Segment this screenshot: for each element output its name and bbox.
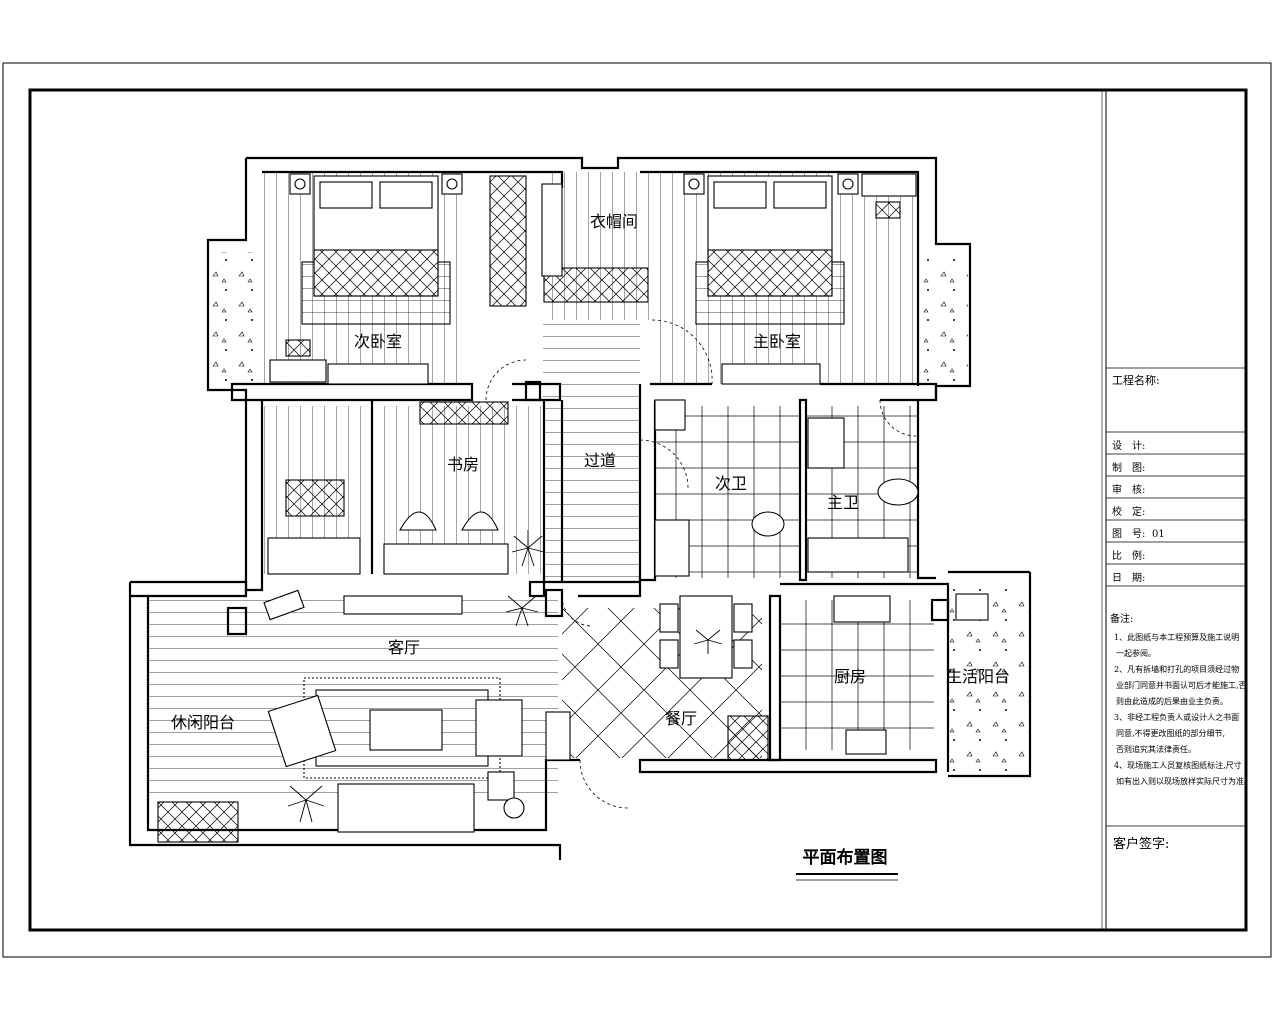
furniture xyxy=(157,173,989,843)
project-name-label: 工程名称: xyxy=(1112,373,1160,387)
title-block-field-label: 图 号: xyxy=(1112,528,1145,540)
title-block-field-label: 比 例: xyxy=(1112,549,1145,562)
label-leisure-balcony: 休闲阳台 xyxy=(171,713,235,732)
title-block-note-line: 如有出入则以现场放样实际尺寸为准。 xyxy=(1116,776,1252,786)
notes-title: 备注: xyxy=(1110,612,1133,625)
title-block-note-line: 3、非经工程负责人或设计人之书面 xyxy=(1114,712,1239,722)
label-service-balcony: 生活阳台 xyxy=(946,667,1010,686)
plants xyxy=(287,530,723,823)
label-corridor: 过道 xyxy=(584,451,616,470)
label-master-bedroom: 主卧室 xyxy=(753,332,801,351)
second-bedroom-bed xyxy=(289,173,463,325)
balcony-cabinet xyxy=(157,801,239,843)
walls xyxy=(128,156,1032,860)
title-block-note-line: 1、此图纸与本工程预算及施工说明 xyxy=(1114,632,1239,642)
study-bookshelf xyxy=(419,401,509,425)
sheet-trim-border xyxy=(2,62,1272,958)
title-block-field-label: 设 计: xyxy=(1112,439,1145,452)
living-sofa-set xyxy=(267,677,525,833)
label-second-bath: 次卫 xyxy=(715,474,747,493)
title-block-fields: 设 计: 制 图: 审 核: 校 定: 图 号: 01 比 例: 日 期: xyxy=(1112,439,1165,584)
title-block-note-line: 则由此造成的后果由业主负责。 xyxy=(1116,696,1228,706)
title-block-field-label: 日 期: xyxy=(1112,572,1145,584)
label-living-room: 客厅 xyxy=(388,638,420,657)
title-block-note-line: 同意,不得更改图纸的部分细节, xyxy=(1116,728,1225,738)
drawing-title: 平面布置图 xyxy=(803,847,888,868)
title-block-field-value: 01 xyxy=(1152,529,1165,540)
label-second-bedroom: 次卧室 xyxy=(354,332,402,351)
title-block-note-line: 4、现场施工人员复核图纸标注,尺寸 xyxy=(1114,760,1242,770)
label-study: 书房 xyxy=(447,455,479,474)
client-sign-label: 客户签字: xyxy=(1113,836,1169,852)
label-cloakroom: 衣帽间 xyxy=(590,212,638,231)
drawing-frame xyxy=(28,88,1248,932)
title-block-field-label: 制 图: xyxy=(1112,461,1145,474)
title-block-note-line: 2、凡有拆墙和打孔的项目须经过物 xyxy=(1114,664,1239,674)
label-dining-room: 餐厅 xyxy=(665,709,697,728)
dining-table xyxy=(659,595,753,679)
study-desk xyxy=(383,543,509,575)
master-bedroom-bed xyxy=(683,173,859,325)
label-master-bath: 主卫 xyxy=(827,493,859,512)
title-block-field-label: 审 核: xyxy=(1112,483,1145,496)
label-kitchen: 厨房 xyxy=(834,667,866,686)
title-block-field-label: 校 定: xyxy=(1112,505,1145,518)
second-bedroom-desk xyxy=(327,363,429,385)
wardrobe xyxy=(489,175,527,307)
master-bedroom-tv-cabinet xyxy=(721,363,821,385)
title-block-note-line: 否则追究其法律责任。 xyxy=(1116,744,1196,754)
title-block-note-line: 业部门同意并书面认可后才能施工,否 xyxy=(1116,680,1247,690)
title-block-note-line: 一起参阅。 xyxy=(1116,648,1156,658)
door-swings xyxy=(485,319,917,809)
title-block xyxy=(1106,367,1246,827)
